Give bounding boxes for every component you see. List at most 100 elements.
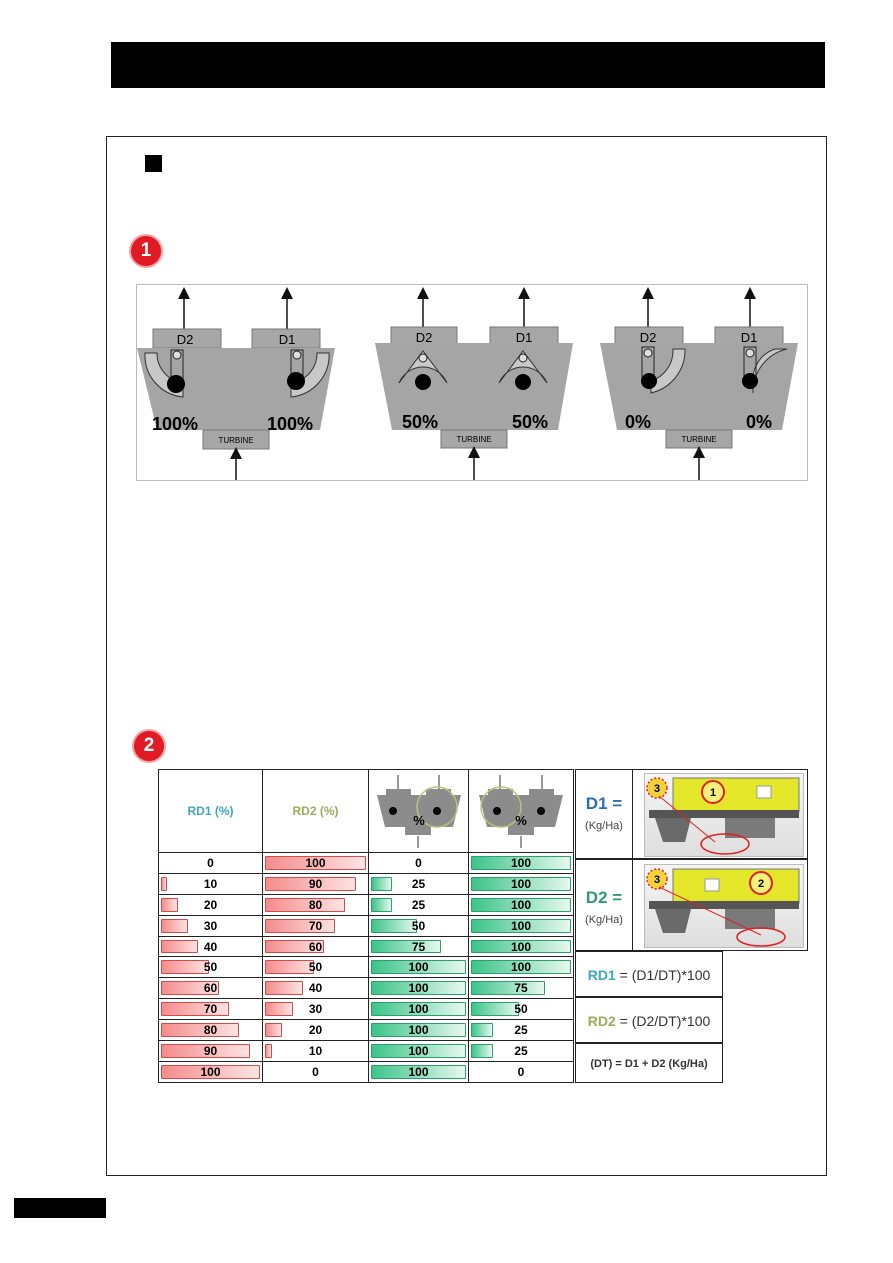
value-bar [371,1064,466,1079]
callout-2-icon: 2 [758,878,764,890]
value-bar [161,1023,240,1038]
panel-2-right-label: D1 [516,330,533,345]
cell-s1: 100 [368,1019,469,1042]
cell-rd1: 70 [158,998,263,1021]
table-row: 80 20 100 25 [158,1019,574,1042]
d2-box: D2 = (Kg/Ha) 3 2 [575,859,808,951]
value-bar [471,856,571,870]
formula-rd2-lhs: RD2 [587,1013,616,1029]
cell-value: 100 [200,1064,221,1079]
value-bar [161,981,219,996]
hopper-diagram-svg: D2 D1 100% 100% TURBINE D2 D1 [137,287,798,480]
cell-rd2: 10 [262,1040,369,1062]
value-bar [265,939,324,954]
cell-value: 90 [203,1043,218,1058]
cell-s2: 100 [468,935,574,958]
value-bar [265,856,366,870]
cell-rd1: 80 [158,1019,263,1042]
value-bar [161,939,199,954]
flap-knob-left [641,373,657,389]
value-bar [371,981,466,996]
cell-s1: 0 [368,852,469,874]
value-bar [265,981,303,996]
cell-rd1: 50 [158,956,263,979]
cell-value: 70 [308,918,323,933]
hopper-body [137,348,335,430]
cell-s1: 25 [368,872,469,895]
cell-value: 60 [308,939,323,954]
callout-3-icon: 3 [654,783,660,795]
cell-value: 100 [510,939,532,954]
cell-s2: 100 [468,872,574,895]
value-bar [471,918,571,933]
cell-rd2: 20 [262,1019,369,1042]
value-bar [161,1002,230,1017]
cell-s2: 25 [468,1019,574,1042]
panel-3-left-pct: 0% [625,412,651,432]
cell-value: 25 [411,897,426,912]
flap-knob-left [167,375,185,393]
cell-s2: 50 [468,998,574,1021]
step-badge-2: 2 [134,731,164,761]
svg-text:%: % [413,813,425,828]
value-bar [161,1044,250,1058]
value-bar [161,918,188,933]
hopper-panel-1: D2 D1 100% 100% TURBINE [137,287,335,480]
cell-value: 60 [203,981,218,996]
cell-rd1: 30 [158,914,263,937]
panel-3-right-pct: 0% [746,412,772,432]
footer-bar [14,1198,106,1218]
cell-rd1: 100 [158,1060,263,1083]
cell-value: 10 [203,876,218,891]
value-bar [371,876,392,891]
cell-value: 0 [312,1064,319,1079]
cell-rd1: 20 [158,893,263,916]
cell-rd1: 90 [158,1040,263,1062]
cell-value: 70 [203,1002,218,1017]
cell-value: 100 [408,1023,429,1038]
flap-knob-right [742,373,758,389]
table-row: 50 50 100 100 [158,956,574,979]
value-bar [161,1064,260,1079]
cell-value: 100 [305,855,326,870]
cell-value: 100 [510,960,532,975]
header-rd1: RD1 (%) [158,769,263,853]
cell-value: 100 [408,981,429,996]
cell-value: 100 [510,855,532,870]
cell-rd2: 50 [262,956,369,979]
cell-value: 100 [408,960,429,975]
cell-value: 40 [308,981,323,996]
step-badge-1: 1 [131,236,161,266]
cell-s1: 50 [368,914,469,937]
value-bar [265,1044,272,1058]
hopper-diagram: D2 D1 100% 100% TURBINE D2 D1 [136,284,808,481]
cell-value: 25 [514,1043,528,1058]
value-bar [471,981,545,996]
d1-label-cell: D1 = (Kg/Ha) [576,770,633,858]
value-bar [265,897,345,912]
hopper-panel-3: D2 D1 0% 0% TURBINE [600,287,798,480]
cell-value: 0 [207,855,214,870]
flap-knob-right [287,372,305,390]
cell-rd2: 70 [262,914,369,937]
panel-3-right-label: D1 [741,330,758,345]
value-bar [371,1044,466,1058]
header-hopper-icon-1: % [368,769,469,853]
cell-value: 80 [203,1023,218,1038]
d1-box: D1 = (Kg/Ha) 3 1 [575,769,808,859]
cell-value: 40 [203,939,218,954]
cell-rd2: 100 [262,852,369,874]
value-bar [371,1023,466,1038]
formula-rd1: RD1 = (D1/DT)*100 [575,951,723,997]
panel-2-left-pct: 50% [402,412,438,432]
cell-value: 20 [308,1023,323,1038]
table-row: 0 100 0 100 [158,852,574,874]
value-bar [265,918,335,933]
cell-value: 0 [415,855,422,870]
cell-value: 50 [203,960,218,975]
cell-s1: 100 [368,1040,469,1062]
cell-rd1: 10 [158,872,263,895]
flap-arc-right [752,348,788,394]
callout-3-icon: 3 [654,874,660,886]
